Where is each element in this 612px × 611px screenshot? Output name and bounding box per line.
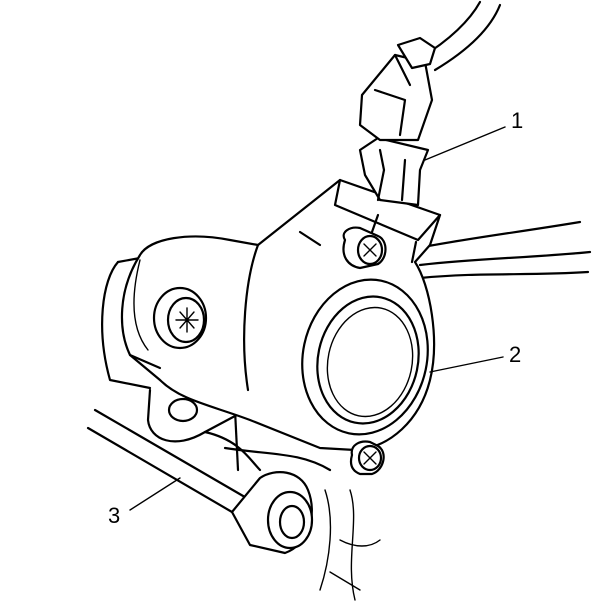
connector [358,36,437,207]
shaft [86,408,314,555]
bracket-hole [167,397,199,423]
leader-lines [129,126,506,511]
harness-cables [416,0,592,280]
shaft-end [266,490,314,550]
screw-left [152,286,208,350]
mounting-bracket [101,256,381,601]
callout-1: 1 [511,108,523,133]
sensor-face [301,278,429,436]
callout-2: 2 [509,342,521,367]
screw-bottom [349,440,385,476]
screw-top [342,226,387,270]
leader-line-1 [424,126,506,161]
leader-line-3 [129,477,181,511]
callout-3: 3 [108,503,120,528]
leader-line-2 [429,356,504,373]
